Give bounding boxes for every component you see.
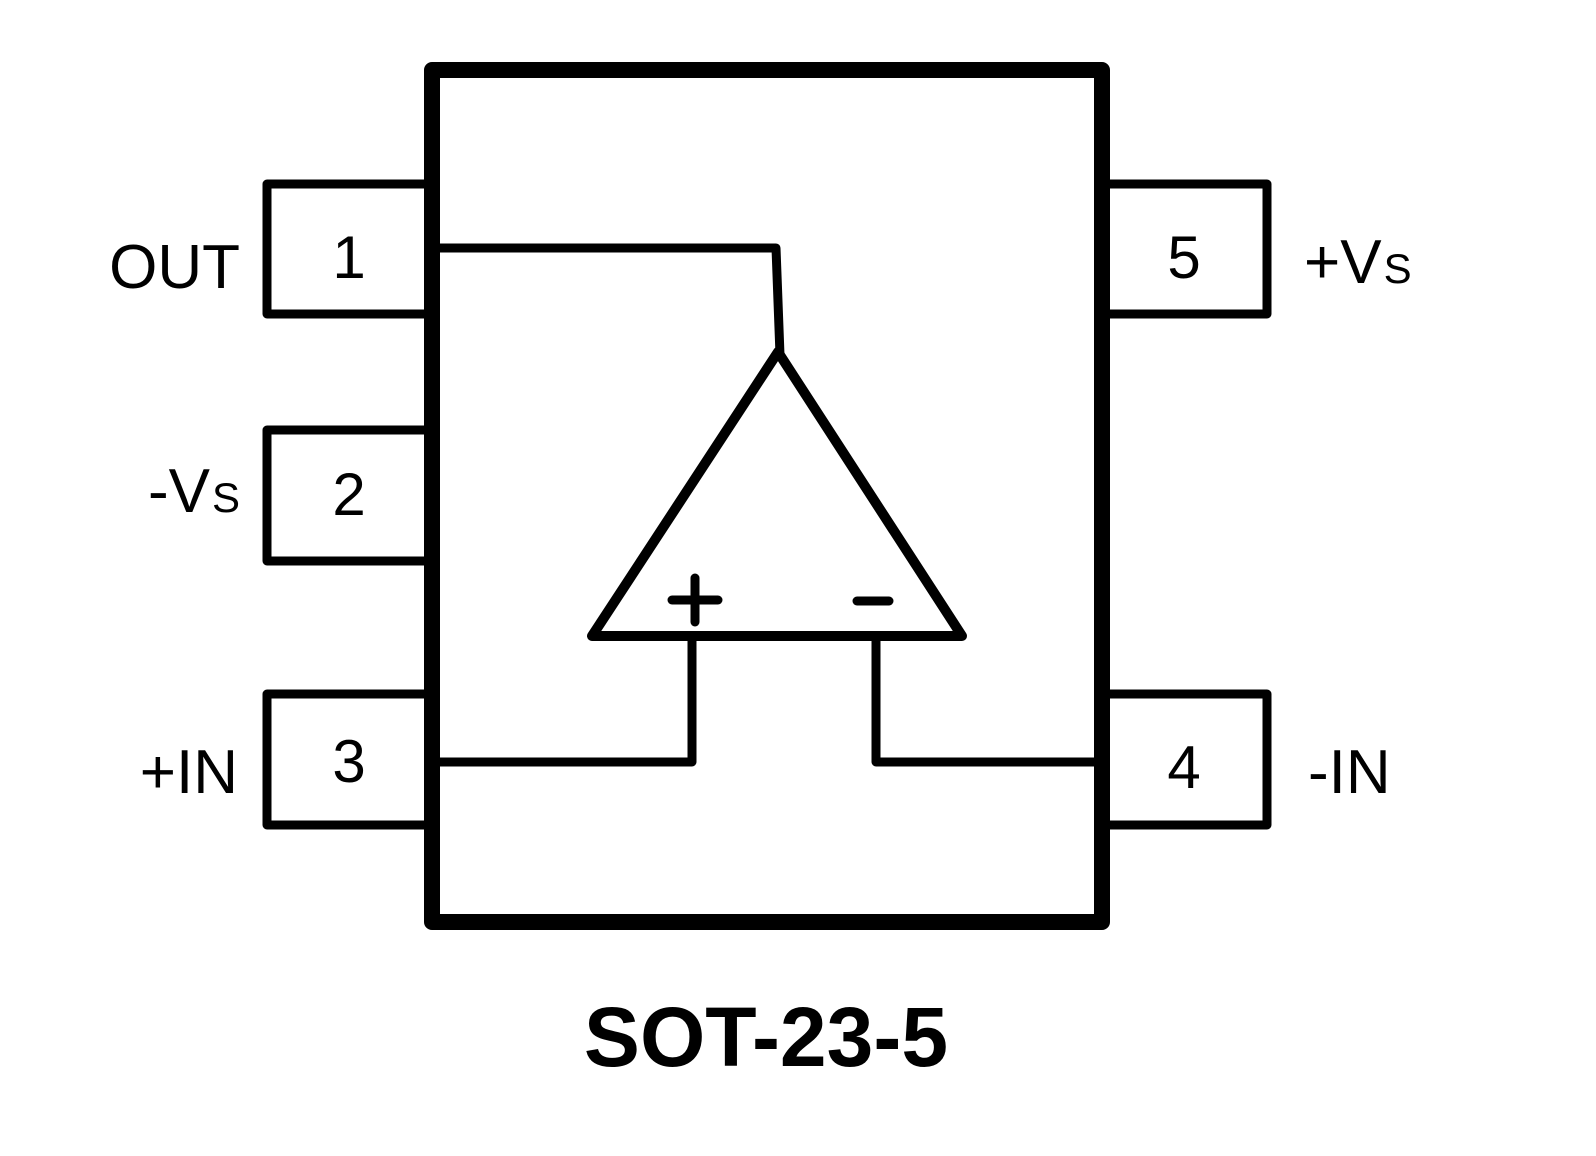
output-trace — [431, 243, 785, 360]
pin-3-label: +IN — [140, 738, 238, 807]
pin-4-label: -IN — [1308, 738, 1391, 807]
pin-1-box — [262, 179, 433, 319]
pin-5-label: +VS — [1304, 228, 1412, 297]
opamp-triangle — [587, 347, 967, 641]
pin-2-box — [262, 425, 433, 566]
package-name: SOT-23-5 — [584, 990, 948, 1084]
package-body — [424, 62, 1110, 930]
inverting-input-trace — [871, 635, 1103, 767]
pin-5-box — [1101, 179, 1272, 319]
pin-3-box — [262, 689, 433, 830]
pin-2-label: -VS — [148, 457, 240, 526]
pin-4-number: 4 — [1167, 734, 1200, 801]
pin-1-number: 1 — [332, 224, 365, 291]
pin-4-box — [1101, 689, 1272, 830]
pin-1-label: OUT — [109, 233, 240, 302]
noninverting-input-trace — [431, 635, 697, 767]
pin-5-number: 5 — [1167, 224, 1200, 291]
pin-3-number: 3 — [332, 728, 365, 795]
pin-2-number: 2 — [332, 461, 365, 528]
